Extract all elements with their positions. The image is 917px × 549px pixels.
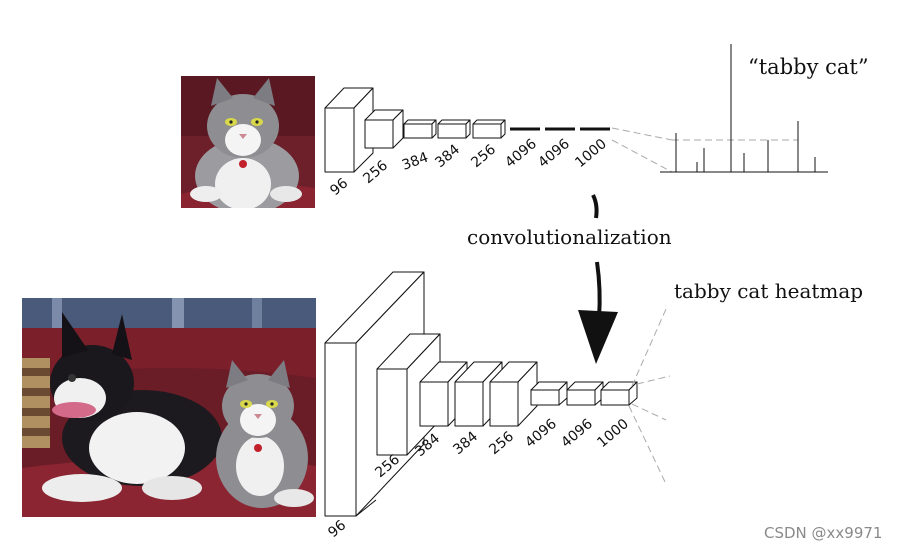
top-label-256: 256 [360, 158, 391, 187]
top-conv-block-256 [365, 110, 403, 148]
bottom-conv-block-4096a [531, 382, 567, 405]
bottom-label-4096a: 4096 [522, 416, 560, 451]
convolutionalization-caption: convolutionalization [467, 225, 672, 249]
top-label-256b: 256 [468, 142, 499, 171]
bottom-label-384b: 384 [450, 429, 481, 458]
bottom-conv-block-4096b [567, 382, 603, 405]
top-output-label: “tabby cat” [748, 55, 869, 79]
top-label-4096b: 4096 [535, 136, 573, 171]
bottom-label-4096b: 4096 [558, 416, 596, 451]
top-label-4096a: 4096 [502, 136, 540, 171]
top-conv-block-256b [473, 120, 505, 138]
top-label-384a: 384 [400, 150, 431, 174]
bottom-output-label: tabby cat heatmap [674, 279, 863, 303]
transform-arrow [578, 195, 618, 364]
bottom-label-256b: 256 [486, 429, 517, 458]
top-conv-block-384a [404, 120, 436, 138]
top-label-384b: 384 [432, 142, 463, 171]
bottom-label-1000: 1000 [594, 416, 632, 451]
top-label-1000: 1000 [572, 136, 610, 171]
top-conv-block-384b [438, 120, 470, 138]
top-label-96: 96 [327, 175, 351, 199]
bottom-label-96: 96 [325, 517, 349, 541]
watermark: CSDN @xx9971 [764, 524, 882, 542]
bottom-conv-block-1000 [601, 382, 637, 405]
